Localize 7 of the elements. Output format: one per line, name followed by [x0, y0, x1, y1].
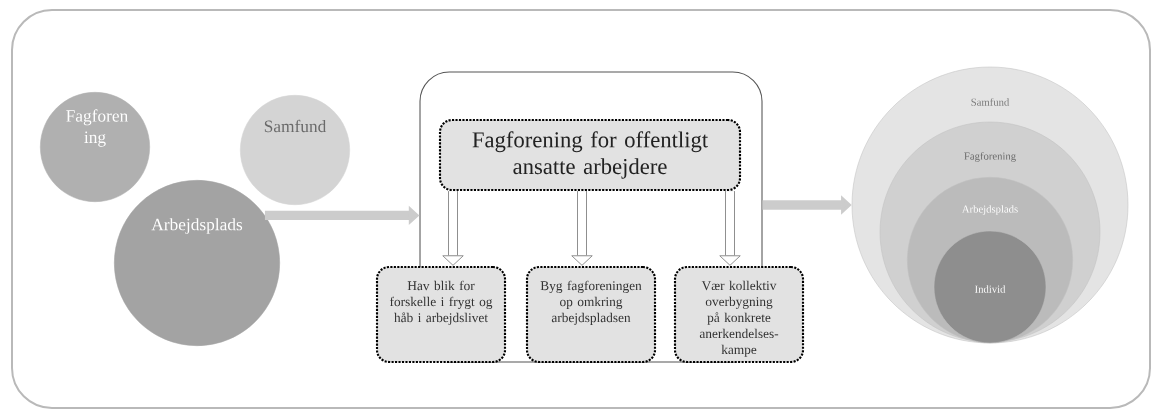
block-arrow: [571, 191, 593, 266]
text-box: Fagforening for offentligt ansatte arbejdere: [438, 118, 742, 192]
text-box: Hav blik for forskelle i frygt og håb i arbejdslivet: [375, 265, 507, 364]
text-box: Byg fagforeningen op omkring arbejdspladsen: [525, 265, 657, 364]
block-arrow: [719, 191, 741, 266]
text-box: Vær kollektiv overbygning på konkrete anerkendelses- kampe: [673, 265, 805, 364]
block-arrow: [442, 191, 464, 266]
